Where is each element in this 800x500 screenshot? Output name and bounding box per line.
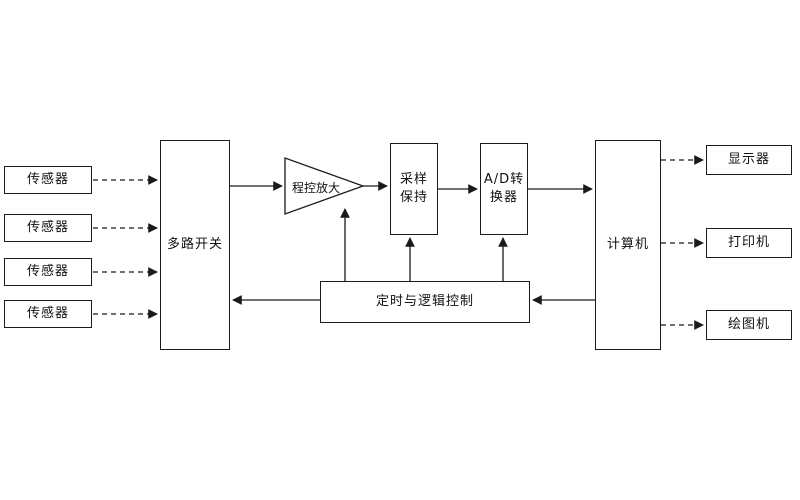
sensor-box-3: 传感器 (4, 258, 92, 286)
sensor-box-4: 传感器 (4, 300, 92, 328)
sensor-label: 传感器 (26, 306, 69, 322)
amplifier-label: 程控放大 (291, 181, 340, 195)
sensor-box-2: 传感器 (4, 214, 92, 242)
sample-hold-label-line2: 保持 (399, 190, 428, 205)
sensor-label: 传感器 (26, 264, 69, 280)
sensor-box-1: 传感器 (4, 166, 92, 194)
adc-label-line1: A/D转 (483, 172, 525, 188)
printer-box: 打印机 (706, 228, 792, 258)
timing-control-box: 定时与逻辑控制 (320, 281, 530, 323)
printer-label: 打印机 (727, 235, 770, 251)
plotter-label: 绘图机 (727, 317, 770, 333)
amplifier-triangle-shape (284, 157, 365, 215)
sample-hold-label-line1: 采样 (399, 172, 428, 188)
multiplexer-box: 多路开关 (160, 140, 230, 350)
sensor-label: 传感器 (26, 220, 69, 236)
multiplexer-label: 多路开关 (166, 237, 223, 253)
plotter-box: 绘图机 (706, 310, 792, 340)
timing-control-label: 定时与逻辑控制 (375, 294, 474, 310)
sample-hold-box: 采样 保持 (390, 143, 438, 235)
computer-label: 计算机 (606, 237, 649, 253)
adc-label-line2: 换器 (489, 190, 518, 205)
display-label: 显示器 (727, 152, 770, 168)
adc-box: A/D转 换器 (480, 143, 528, 235)
sensor-label: 传感器 (26, 172, 69, 188)
display-box: 显示器 (706, 145, 792, 175)
computer-box: 计算机 (595, 140, 661, 350)
